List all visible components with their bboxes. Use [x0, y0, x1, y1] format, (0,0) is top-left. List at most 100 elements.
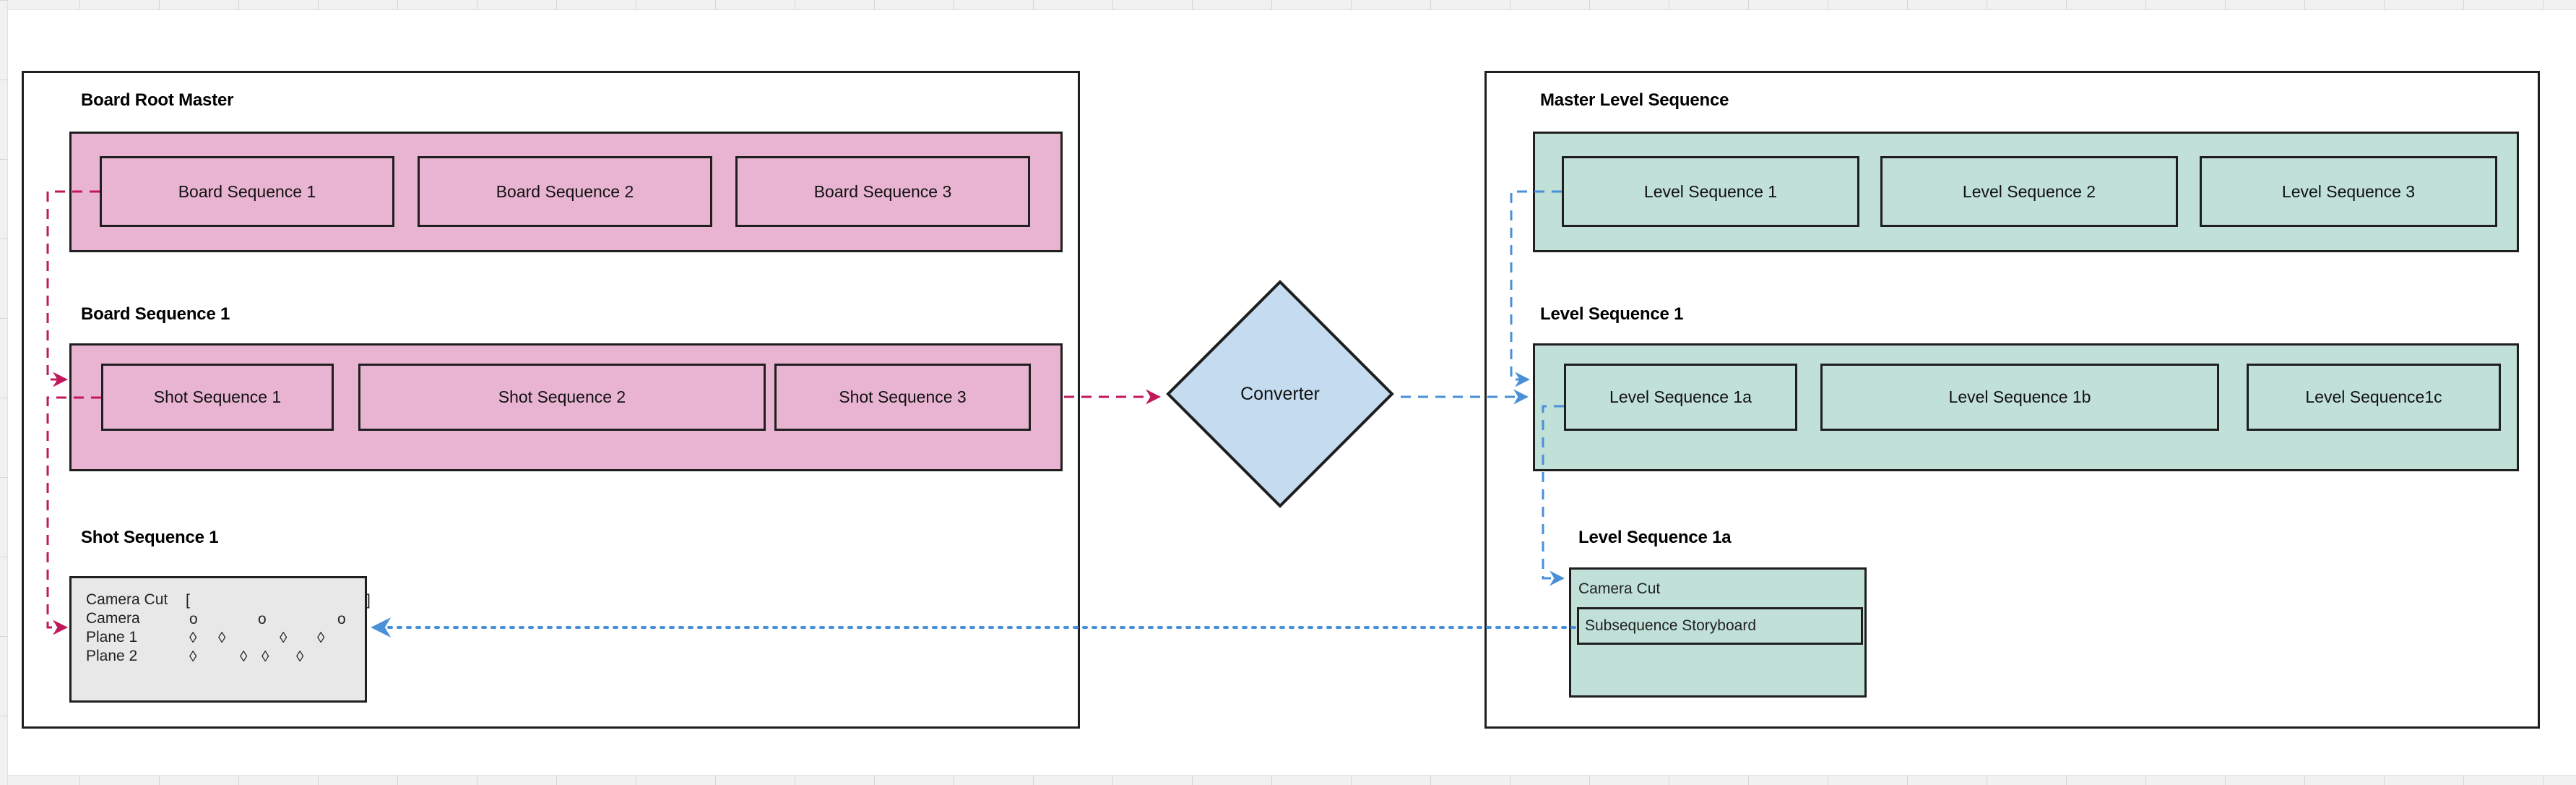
track-keyframe-marker[interactable]: ◊	[317, 630, 325, 646]
track-keyframe-marker[interactable]: ◊	[189, 648, 197, 665]
ruler-tick	[2145, 0, 2146, 9]
track-keyframe-marker[interactable]: ]	[366, 592, 371, 609]
ruler-tick	[1271, 776, 1272, 785]
ruler-tick	[2304, 0, 2305, 9]
ruler-tick	[2225, 776, 2226, 785]
subsequence-storyboard-label: Subsequence Storyboard	[1585, 617, 1756, 634]
ruler-tick	[1351, 776, 1352, 785]
seqbox-shot-sequence-2[interactable]: Shot Sequence 2	[358, 364, 766, 431]
ruler-tick	[0, 159, 7, 160]
group-title-level-sequence-1: Level Sequence 1	[1540, 304, 1684, 324]
ruler-tick	[715, 0, 716, 9]
track-keyframe-marker[interactable]: o	[258, 611, 267, 627]
ruler-tick	[1589, 776, 1590, 785]
group-title-board-root-master: Board Root Master	[81, 90, 234, 110]
ruler-tick	[397, 776, 398, 785]
seqbox-board-sequence-3[interactable]: Board Sequence 3	[735, 156, 1030, 227]
ruler-tick	[2066, 776, 2067, 785]
track-keyframe-marker[interactable]: [	[186, 592, 190, 609]
track-row[interactable]: Plane 2◊◊◊◊	[86, 648, 303, 665]
ruler-tick	[318, 0, 319, 9]
subsequence-storyboard-box[interactable]: Subsequence Storyboard	[1577, 607, 1863, 645]
track-label: Camera	[86, 610, 140, 627]
group-title-level-sequence-1a: Level Sequence 1a	[1578, 528, 1732, 547]
ruler-tick	[874, 0, 875, 9]
ruler-tick	[0, 477, 7, 478]
ruler-tick	[1271, 0, 1272, 9]
ruler-tick	[0, 318, 7, 319]
seqbox-label: Level Sequence 1a	[1609, 387, 1752, 406]
ruler-tick	[159, 0, 160, 9]
ruler-tick	[1748, 0, 1749, 9]
track-keyframe-marker[interactable]: o	[337, 611, 346, 627]
seqbox-label: Level Sequence 1	[1643, 181, 1778, 201]
ruler-tick	[1112, 776, 1113, 785]
ruler-tick	[1351, 0, 1352, 9]
track-row[interactable]: Camera o o o	[86, 610, 346, 627]
seqbox-level-sequence-1b[interactable]: Level Sequence 1b	[1820, 364, 2219, 431]
track-keyframe-marker[interactable]: o	[189, 611, 198, 627]
track-keyframe-marker[interactable]: ◊	[296, 648, 304, 665]
ruler-left[interactable]	[0, 0, 8, 785]
ruler-tick	[1192, 0, 1193, 9]
seqbox-label: Level Sequence 2	[1962, 181, 2096, 201]
ruler-tick	[79, 0, 80, 9]
seqbox-shot-sequence-1[interactable]: Shot Sequence 1	[101, 364, 334, 431]
seqbox-shot-sequence-3[interactable]: Shot Sequence 3	[774, 364, 1031, 431]
ruler-tick	[2225, 0, 2226, 9]
track-keyframe-marker[interactable]: ◊	[189, 630, 197, 646]
ruler-tick	[556, 0, 557, 9]
track-keyframe-marker[interactable]: ◊	[262, 648, 269, 665]
ruler-tick	[238, 0, 239, 9]
ruler-tick	[1430, 0, 1431, 9]
track-keyframe-marker[interactable]: ◊	[240, 648, 248, 665]
track-row[interactable]: Camera Cut []	[86, 591, 371, 609]
ruler-bottom[interactable]	[0, 775, 2576, 785]
ruler-tick	[238, 776, 239, 785]
seqbox-label: Board Sequence 3	[813, 181, 952, 201]
ruler-tick	[556, 776, 557, 785]
ruler-tick	[1033, 0, 1034, 9]
ruler-tick	[79, 776, 80, 785]
seqbox-label: Level Sequence 3	[2281, 181, 2416, 201]
ruler-top[interactable]	[0, 0, 2576, 10]
seqbox-label: Shot Sequence 3	[839, 387, 967, 406]
group-title-master-level-sequence: Master Level Sequence	[1540, 90, 1729, 110]
ruler-tick	[2384, 0, 2385, 9]
ruler-tick	[2463, 0, 2464, 9]
track-label: Plane 1	[86, 629, 138, 645]
group-title-shot-sequence-1: Shot Sequence 1	[81, 528, 219, 547]
converter-node[interactable]: Converter	[1165, 279, 1395, 509]
ruler-tick	[159, 776, 160, 785]
ruler-tick	[2145, 776, 2146, 785]
ruler-tick	[0, 636, 7, 637]
ruler-tick	[1589, 0, 1590, 9]
ruler-tick	[715, 776, 716, 785]
ruler-tick	[1907, 776, 1908, 785]
seqbox-level-sequence-1a[interactable]: Level Sequence 1a	[1564, 364, 1797, 431]
ruler-tick	[2304, 776, 2305, 785]
ruler-tick	[2384, 776, 2385, 785]
seqbox-level-sequence-3[interactable]: Level Sequence 3	[2200, 156, 2497, 227]
track-keyframe-marker[interactable]: ◊	[280, 630, 288, 646]
seqbox-level-sequence-1c[interactable]: Level Sequence1c	[2247, 364, 2501, 431]
ruler-tick	[318, 776, 319, 785]
seqbox-label: Shot Sequence 2	[498, 387, 626, 406]
ruler-tick	[397, 0, 398, 9]
seqbox-board-sequence-1[interactable]: Board Sequence 1	[100, 156, 394, 227]
seqbox-level-sequence-2[interactable]: Level Sequence 2	[1880, 156, 2178, 227]
track-label: Camera Cut	[86, 591, 168, 608]
level-sequence-1a-track-panel[interactable]: Camera Cut Subsequence Storyboard	[1569, 567, 1867, 698]
ruler-tick	[2066, 0, 2067, 9]
seqbox-label: Level Sequence 1b	[1948, 387, 2091, 406]
seqbox-level-sequence-1[interactable]: Level Sequence 1	[1562, 156, 1859, 227]
seqbox-label: Shot Sequence 1	[153, 387, 282, 406]
track-keyframe-marker[interactable]: ◊	[218, 630, 226, 646]
ruler-tick	[2463, 776, 2464, 785]
track-row[interactable]: Plane 1 ◊ ◊ ◊ ◊	[86, 629, 324, 646]
ruler-tick	[1907, 0, 1908, 9]
ruler-tick	[0, 0, 7, 1]
seqbox-board-sequence-2[interactable]: Board Sequence 2	[418, 156, 712, 227]
